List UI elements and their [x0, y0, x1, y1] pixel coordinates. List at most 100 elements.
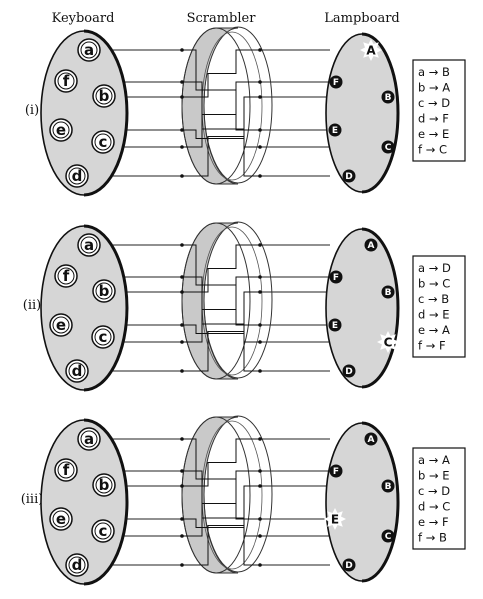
key-b-inner — [95, 476, 113, 494]
key-b-label: b — [99, 282, 110, 300]
lamp-C-label: C — [385, 532, 392, 542]
lamp-B: B — [381, 90, 395, 104]
key-b[interactable]: b — [92, 473, 116, 497]
scrambler-front-ring — [181, 416, 251, 574]
lamp-C-label: C — [385, 143, 392, 153]
key-c[interactable]: c — [91, 325, 115, 349]
lamp-A-bulb — [364, 432, 378, 446]
wires — [110, 49, 330, 177]
key-e[interactable]: e — [49, 313, 73, 337]
key-c-label: c — [99, 522, 108, 540]
key-a-inner — [80, 430, 98, 448]
mapping-row: c → D — [418, 484, 450, 498]
scrambler-pin-out-3 — [258, 48, 262, 52]
mapping-row: e → F — [418, 515, 449, 529]
key-f-inner — [57, 267, 75, 285]
scrambler-inner-ring — [201, 31, 263, 181]
mapping-row: c → D — [418, 96, 450, 110]
lamp-B: B — [381, 285, 395, 299]
lamp-A-label: A — [366, 44, 376, 58]
key-a[interactable]: a — [77, 427, 101, 451]
scrambler-front-ring — [181, 27, 251, 185]
keyboard-edge — [83, 29, 129, 197]
lamp-D: D — [342, 169, 356, 183]
scrambler-pin-in-6 — [180, 369, 184, 373]
lamp-B-label: B — [385, 482, 392, 492]
key-a[interactable]: a — [77, 38, 101, 62]
scrambler — [180, 221, 273, 380]
key-c-inner — [94, 522, 112, 540]
mapping-row: b → E — [418, 469, 450, 483]
key-c[interactable]: c — [91, 130, 115, 154]
key-f[interactable]: f — [54, 264, 78, 288]
key-b-inner — [95, 282, 113, 300]
lamp-D: D — [342, 558, 356, 572]
scrambler — [180, 26, 273, 185]
key-b[interactable]: b — [92, 279, 116, 303]
keyboard-edge — [83, 418, 129, 586]
scrambler-wiring — [180, 48, 262, 178]
mapping-row: a → B — [418, 65, 450, 79]
scrambler-pin-out-1 — [258, 323, 262, 327]
lamp-E-label: E — [331, 513, 339, 527]
scrambler-wiring — [180, 243, 262, 373]
key-c-label: c — [99, 328, 108, 346]
key-d-inner — [68, 556, 86, 574]
key-f[interactable]: f — [54, 69, 78, 93]
scrambler-band — [181, 27, 239, 185]
scrambler-pin-in-4 — [180, 517, 184, 521]
lamp-A: A — [364, 238, 378, 252]
lamp-D-bulb — [342, 558, 356, 572]
lamp-F: F — [329, 464, 343, 478]
key-e-label: e — [56, 316, 66, 334]
key-d-inner — [68, 167, 86, 185]
scrambler-pin-in-5 — [180, 145, 184, 149]
key-d[interactable]: d — [65, 553, 89, 577]
mapping-box-frame — [412, 59, 466, 162]
scrambler-pin-out-1 — [258, 128, 262, 132]
key-c[interactable]: c — [91, 519, 115, 543]
lamp-B-label: B — [385, 288, 392, 298]
key-e[interactable]: e — [49, 507, 73, 531]
scrambler-path-6 — [180, 485, 262, 566]
scrambler-pin-out-6 — [258, 484, 262, 488]
scrambler-front-ring — [181, 222, 251, 380]
key-b-label: b — [99, 476, 110, 494]
lamp-E-bulb — [328, 318, 342, 332]
scrambler-path-2 — [180, 81, 262, 177]
lamp-D-label: D — [345, 367, 352, 377]
key-a[interactable]: a — [77, 233, 101, 257]
lamp-F: F — [329, 75, 343, 89]
key-e[interactable]: e — [49, 118, 73, 142]
lampboard-edge — [361, 421, 400, 583]
key-d[interactable]: d — [65, 164, 89, 188]
key-a-label: a — [84, 41, 94, 59]
scrambler-wiring — [180, 437, 262, 567]
lamp-E: E — [324, 508, 346, 530]
key-f-inner — [57, 461, 75, 479]
lamp-D-label: D — [345, 172, 352, 182]
lamp-B-bulb — [381, 90, 395, 104]
lamp-E: E — [328, 123, 342, 137]
lamp-C-label: C — [384, 336, 393, 350]
scrambler-path-5 — [180, 81, 262, 148]
key-b[interactable]: b — [92, 84, 116, 108]
scrambler-pin-out-2 — [258, 174, 262, 178]
key-a-label: a — [84, 236, 94, 254]
mapping-row: b → C — [418, 277, 450, 291]
key-c-label: c — [99, 133, 108, 151]
keyboard-edge — [83, 224, 129, 392]
scrambler-pin-out-4 — [258, 534, 262, 538]
lamp-A-label: A — [368, 241, 375, 251]
key-f[interactable]: f — [54, 458, 78, 482]
lamp-A-bulb — [364, 238, 378, 252]
key-f-label: f — [63, 461, 70, 479]
lamp-A-glow — [360, 39, 382, 61]
scrambler-pin-in-3 — [180, 95, 184, 99]
key-d[interactable]: d — [65, 359, 89, 383]
lamp-F-bulb — [329, 464, 343, 478]
lamp-F-label: F — [333, 273, 339, 283]
scrambler-pin-in-2 — [180, 469, 184, 473]
